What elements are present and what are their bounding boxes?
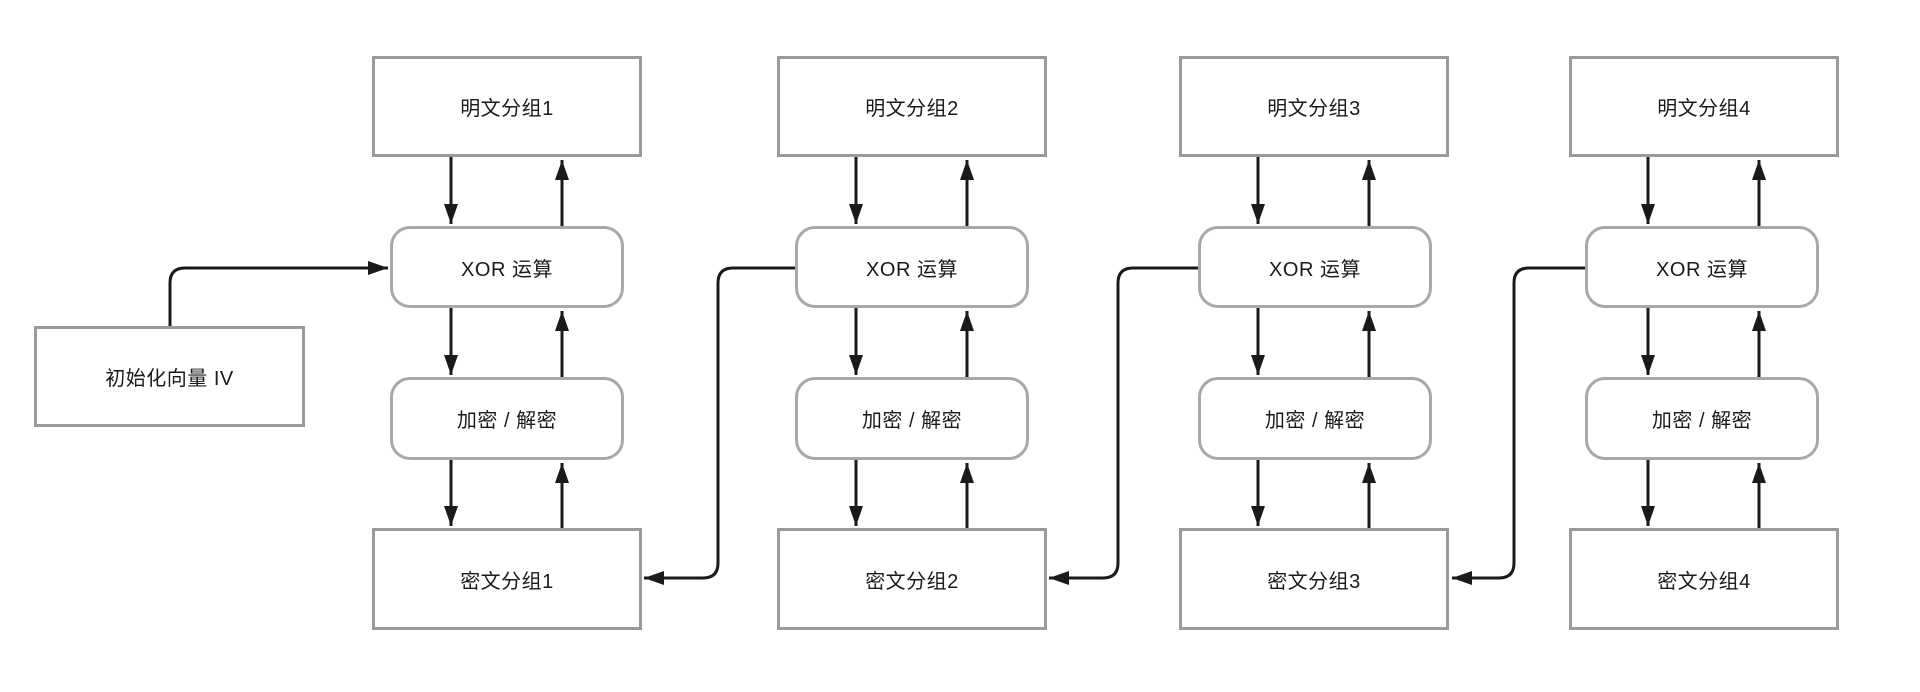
node-xor-1: XOR 运算 xyxy=(390,226,624,308)
node-crypt-3-label: 加密 / 解密 xyxy=(1264,410,1366,432)
node-xor-4: XOR 运算 xyxy=(1585,226,1819,308)
node-ciphertext-3: 密文分组3 xyxy=(1179,528,1449,630)
node-iv: 初始化向量 IV xyxy=(34,326,305,427)
node-ciphertext-3-label: 密文分组3 xyxy=(1267,570,1361,593)
node-ciphertext-1: 密文分组1 xyxy=(372,528,642,630)
node-ciphertext-4: 密文分组4 xyxy=(1569,528,1839,630)
node-plaintext-4-label: 明文分组4 xyxy=(1657,98,1751,120)
node-ciphertext-2-label: 密文分组2 xyxy=(865,570,959,593)
node-xor-4-label: XOR 运算 xyxy=(1656,258,1748,281)
node-crypt-4-label: 加密 / 解密 xyxy=(1651,410,1753,432)
connector-xor-4-to-cipher-3 xyxy=(1452,266,1585,585)
connector-iv-to-xor-1 xyxy=(168,261,388,326)
node-plaintext-3-label: 明文分组3 xyxy=(1267,98,1361,120)
node-xor-3: XOR 运算 xyxy=(1198,226,1432,308)
node-plaintext-2: 明文分组2 xyxy=(777,56,1047,157)
node-ciphertext-4-label: 密文分组4 xyxy=(1657,570,1751,593)
node-plaintext-3: 明文分组3 xyxy=(1179,56,1449,157)
node-xor-1-label: XOR 运算 xyxy=(461,258,553,281)
node-crypt-3: 加密 / 解密 xyxy=(1198,377,1432,460)
node-crypt-2: 加密 / 解密 xyxy=(795,377,1029,460)
node-plaintext-1: 明文分组1 xyxy=(372,56,642,157)
node-plaintext-4: 明文分组4 xyxy=(1569,56,1839,157)
node-crypt-1-label: 加密 / 解密 xyxy=(456,410,558,432)
node-plaintext-1-label: 明文分组1 xyxy=(460,98,554,120)
connector-xor-2-to-cipher-1 xyxy=(644,266,795,585)
node-crypt-4: 加密 / 解密 xyxy=(1585,377,1819,460)
node-ciphertext-1-label: 密文分组1 xyxy=(460,570,554,593)
node-xor-2-label: XOR 运算 xyxy=(866,258,958,281)
connector-xor-3-to-cipher-2 xyxy=(1049,266,1198,585)
node-iv-label: 初始化向量 IV xyxy=(105,368,234,390)
node-ciphertext-2: 密文分组2 xyxy=(777,528,1047,630)
node-xor-3-label: XOR 运算 xyxy=(1269,258,1361,281)
node-crypt-2-label: 加密 / 解密 xyxy=(861,410,963,432)
node-crypt-1: 加密 / 解密 xyxy=(390,377,624,460)
node-plaintext-2-label: 明文分组2 xyxy=(865,98,959,120)
node-xor-2: XOR 运算 xyxy=(795,226,1029,308)
